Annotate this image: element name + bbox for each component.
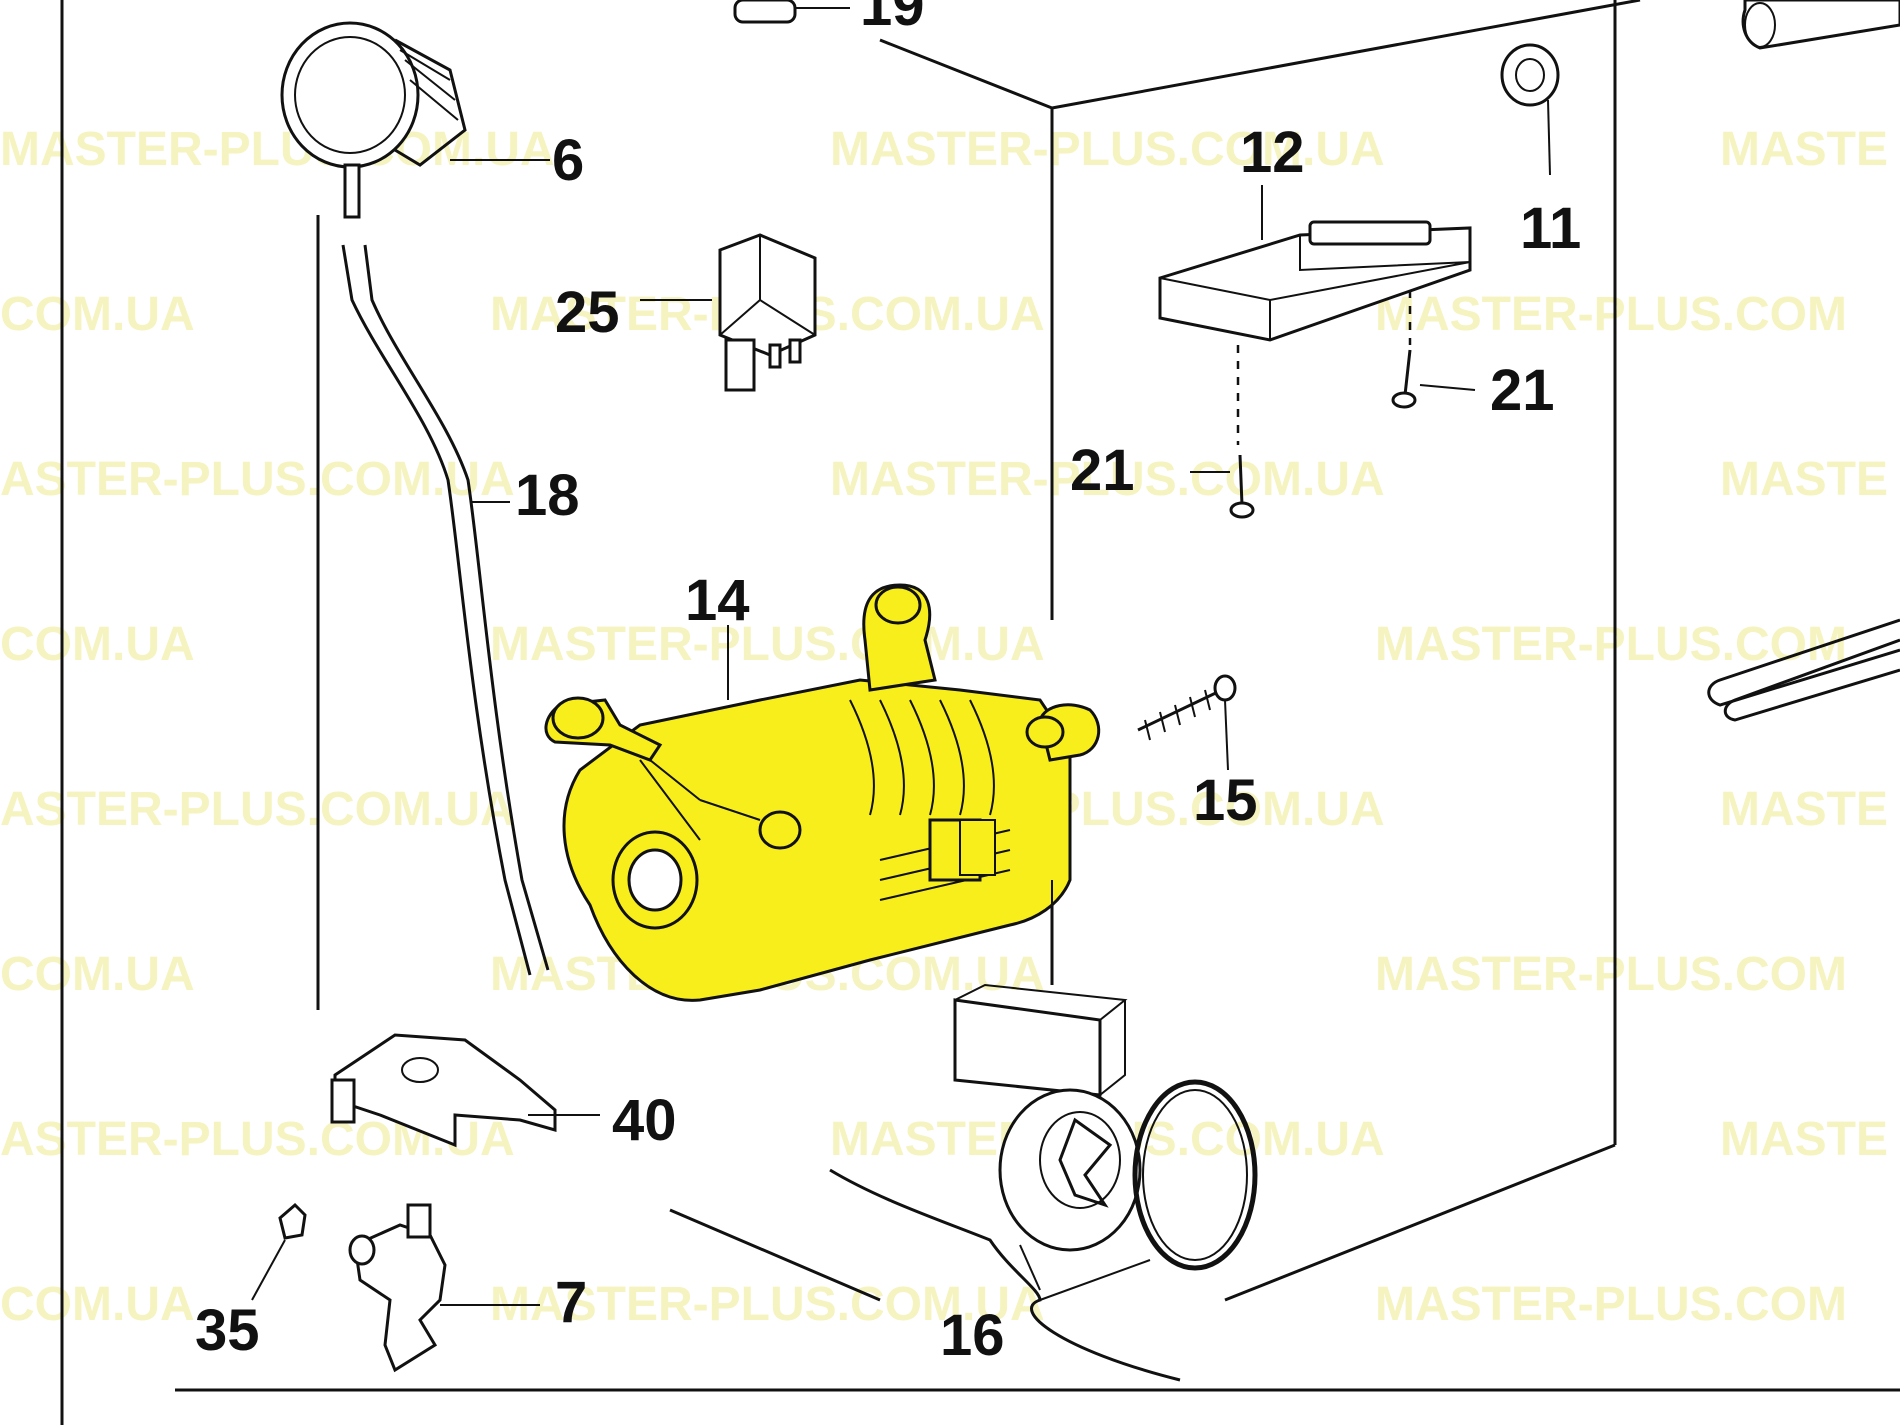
watermark-text: COM.UA (0, 618, 195, 671)
part-label-11: 11 (1520, 196, 1581, 261)
part-18-hose (341, 244, 550, 976)
watermark-text: ASTER-PLUS.COM.UA (0, 783, 515, 836)
watermark-text: MASTER-PLUS.COM.UA (490, 618, 1045, 671)
watermark-text: ASTER-PLUS.COM.UA (0, 453, 515, 506)
part-label-40: 40 (612, 1088, 677, 1153)
part-25-relay (640, 233, 817, 392)
watermark-text: MASTER-PLUS.COM (1375, 948, 1847, 1001)
part-11-grommet (1500, 43, 1560, 176)
cabinet-frame (60, 0, 1900, 1425)
watermark-text: MASTE (1720, 453, 1888, 506)
watermark-text: MASTER-PLUS.COM (1375, 288, 1847, 341)
watermark-text: COM.UA (0, 1278, 195, 1331)
part-40-bracket (330, 1033, 600, 1148)
part-label-6: 6 (552, 128, 584, 193)
part-label-21: 21 (1490, 358, 1555, 423)
part-19-fitting (733, 0, 850, 24)
part-16-drain-pump (829, 983, 1258, 1382)
part-label-35: 35 (195, 1298, 260, 1363)
part-label-12: 12 (1240, 120, 1305, 185)
part-label-14: 14 (685, 568, 750, 633)
watermark-text: MASTE (1720, 1113, 1888, 1166)
watermark-text: MASTER-PLUS.COM.UA (490, 1278, 1045, 1331)
part-15-screw (1137, 674, 1237, 771)
watermark-text: MASTER-PLUS.COM.UA (0, 123, 555, 176)
part-partial-right-top (1741, 0, 1900, 50)
part-6-pressure-switch (280, 21, 550, 219)
part-21-screw (1190, 454, 1255, 519)
watermark-text: MASTER-PLUS.COM.UA (830, 453, 1385, 506)
part-35-plug (251, 1202, 307, 1301)
part-labels: 19 6 12 11 25 21 21 18 14 15 40 7 35 16 (195, 0, 1581, 1368)
part-label-15: 15 (1193, 768, 1258, 833)
part-label-16: 16 (940, 1303, 1005, 1368)
part-14-motor (544, 583, 1101, 1002)
part-7-valve (348, 1203, 540, 1373)
part-label-25: 25 (555, 280, 620, 345)
part-label-19: 19 (860, 0, 925, 38)
watermark-text: MASTE (1720, 123, 1888, 176)
watermark-text: MASTER-PLUS.COM (1375, 618, 1847, 671)
part-label-21: 21 (1070, 438, 1135, 503)
part-21-screw (1391, 349, 1476, 409)
watermark-text: MASTE (1720, 783, 1888, 836)
watermark-text: COM.UA (0, 948, 195, 1001)
watermark-text: COM.UA (0, 288, 195, 341)
part-heater-element (1707, 618, 1900, 722)
part-label-7: 7 (555, 1270, 587, 1335)
part-label-18: 18 (515, 463, 580, 528)
watermark-text: MASTER-PLUS.COM.UA (830, 123, 1385, 176)
part-12-door-lock (1158, 185, 1472, 445)
watermark-text: MASTER-PLUS.COM (1375, 1278, 1847, 1331)
